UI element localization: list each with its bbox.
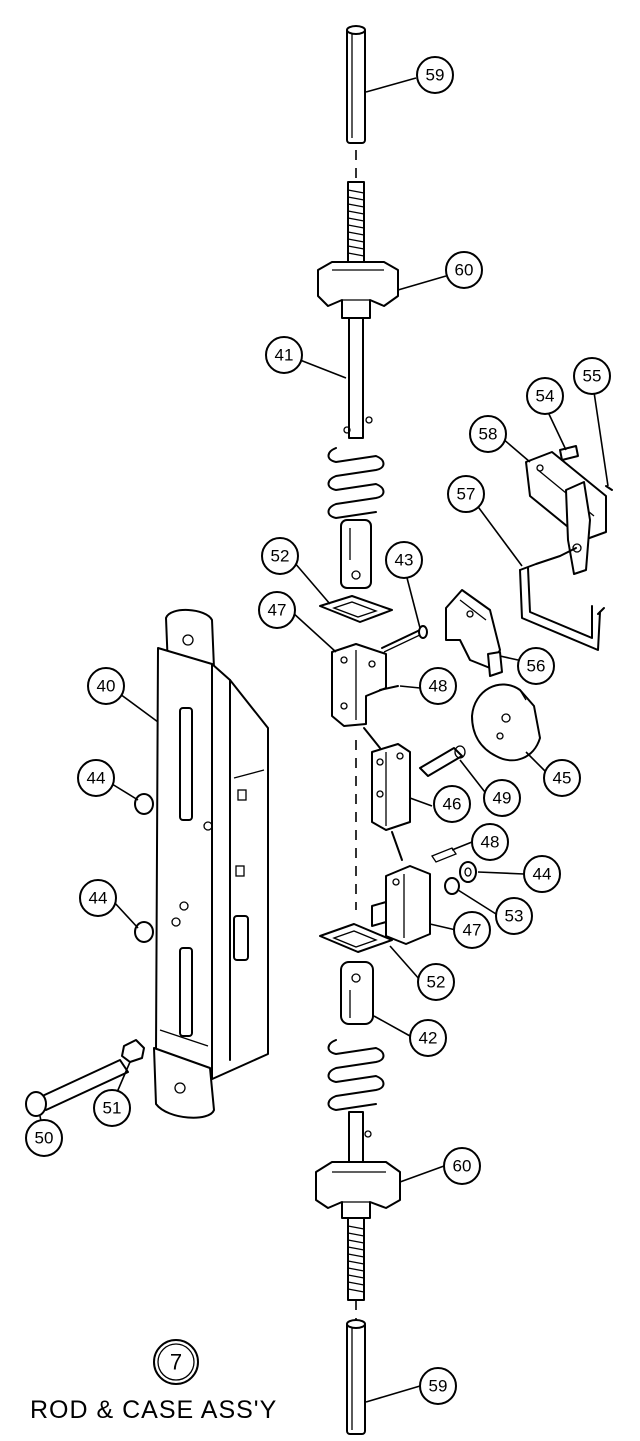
callout-42: 42	[409, 1019, 447, 1057]
callout-47-top: 47	[258, 591, 296, 629]
callout-44-a: 44	[77, 759, 115, 797]
callout-46: 46	[433, 785, 471, 823]
callout-58: 58	[469, 415, 507, 453]
lock-case	[25, 609, 269, 1119]
svg-text:45: 45	[553, 769, 572, 788]
callout-41: 41	[265, 336, 303, 374]
svg-text:54: 54	[536, 387, 555, 406]
washer-plate-bottom	[319, 923, 393, 953]
callout-43: 43	[385, 541, 423, 579]
cam-disc	[471, 683, 541, 762]
case-slot-side	[233, 915, 249, 961]
callout-48-bottom: 48	[471, 823, 509, 861]
rod-upper	[343, 317, 373, 439]
svg-text:44: 44	[87, 769, 106, 788]
washer-44-lower	[134, 921, 154, 943]
callout-53: 53	[495, 897, 533, 935]
svg-text:55: 55	[583, 367, 602, 386]
washer-44-upper	[134, 793, 154, 815]
svg-text:46: 46	[443, 795, 462, 814]
svg-text:59: 59	[426, 66, 445, 85]
callout-48-top: 48	[419, 667, 457, 705]
callout-57: 57	[447, 475, 485, 513]
rod-guide-top	[317, 261, 399, 319]
latch-plate	[445, 589, 503, 677]
spring-lower	[327, 1039, 385, 1111]
svg-text:53: 53	[505, 907, 524, 926]
callout-44-b: 44	[79, 879, 117, 917]
callout-44-c: 44	[523, 855, 561, 893]
bracket-bottom	[371, 865, 431, 945]
part-callouts: 59 60 41 54 55 58 57 52 43 47 48 56 40 4…	[25, 56, 611, 1405]
latch-bracket	[525, 445, 613, 575]
spring-upper	[327, 447, 385, 589]
svg-text:60: 60	[455, 261, 474, 280]
assembly-number: 7	[170, 1350, 182, 1375]
pin-49	[419, 745, 466, 777]
svg-text:51: 51	[103, 1099, 122, 1118]
callout-40: 40	[87, 667, 125, 705]
svg-text:52: 52	[271, 547, 290, 566]
callout-60-bottom: 60	[443, 1147, 481, 1185]
pin-48-top	[379, 685, 399, 691]
callout-56: 56	[517, 647, 555, 685]
case-slot-lower	[179, 947, 193, 1037]
svg-text:43: 43	[395, 551, 414, 570]
svg-text:41: 41	[275, 346, 294, 365]
case-bottom-tab	[153, 1047, 215, 1119]
svg-text:52: 52	[427, 973, 446, 992]
svg-text:60: 60	[453, 1157, 472, 1176]
rod-guide-bottom	[315, 1161, 401, 1219]
assembly-caption: 7 ROD & CASE ASS'Y	[30, 1339, 277, 1424]
svg-text:47: 47	[463, 921, 482, 940]
svg-text:48: 48	[429, 677, 448, 696]
svg-text:47: 47	[268, 601, 287, 620]
bracket-top	[331, 643, 387, 727]
pin-43	[381, 625, 428, 653]
svg-text:49: 49	[493, 789, 512, 808]
svg-text:44: 44	[89, 889, 108, 908]
svg-text:58: 58	[479, 425, 498, 444]
callout-55: 55	[573, 357, 611, 395]
center-link	[363, 727, 411, 861]
washers-right	[444, 861, 477, 895]
rod-assembly	[315, 25, 477, 1435]
wire-spring	[519, 547, 605, 651]
svg-text:56: 56	[527, 657, 546, 676]
case-bolt	[25, 1059, 129, 1117]
assembly-number-circle	[153, 1339, 199, 1385]
callout-60-top: 60	[445, 251, 483, 289]
callout-54: 54	[526, 377, 564, 415]
callout-52-bottom: 52	[417, 963, 455, 1001]
case-nut	[121, 1039, 145, 1063]
clevis-lower	[340, 961, 374, 1025]
callout-49: 49	[483, 779, 521, 817]
svg-text:50: 50	[35, 1129, 54, 1148]
assembly-title: ROD & CASE ASS'Y	[30, 1396, 277, 1424]
svg-text:59: 59	[429, 1377, 448, 1396]
callout-52-top: 52	[261, 537, 299, 575]
callout-47-bottom: 47	[453, 911, 491, 949]
rod-end-bottom	[346, 1319, 366, 1435]
callout-51: 51	[93, 1089, 131, 1127]
svg-text:44: 44	[533, 865, 552, 884]
threaded-rod-bottom	[347, 1217, 365, 1301]
callout-59-bottom: 59	[419, 1367, 457, 1405]
svg-text:57: 57	[457, 485, 476, 504]
callout-59-top: 59	[416, 56, 454, 94]
callout-45: 45	[543, 759, 581, 797]
latch-parts-right	[445, 445, 613, 762]
rod-end-top	[346, 25, 366, 144]
svg-text:42: 42	[419, 1029, 438, 1048]
callout-50: 50	[25, 1119, 63, 1157]
case-slot-upper	[179, 707, 193, 821]
svg-text:40: 40	[97, 677, 116, 696]
pin-48-bottom	[431, 847, 457, 863]
svg-text:48: 48	[481, 833, 500, 852]
washer-plate-top	[319, 595, 393, 623]
